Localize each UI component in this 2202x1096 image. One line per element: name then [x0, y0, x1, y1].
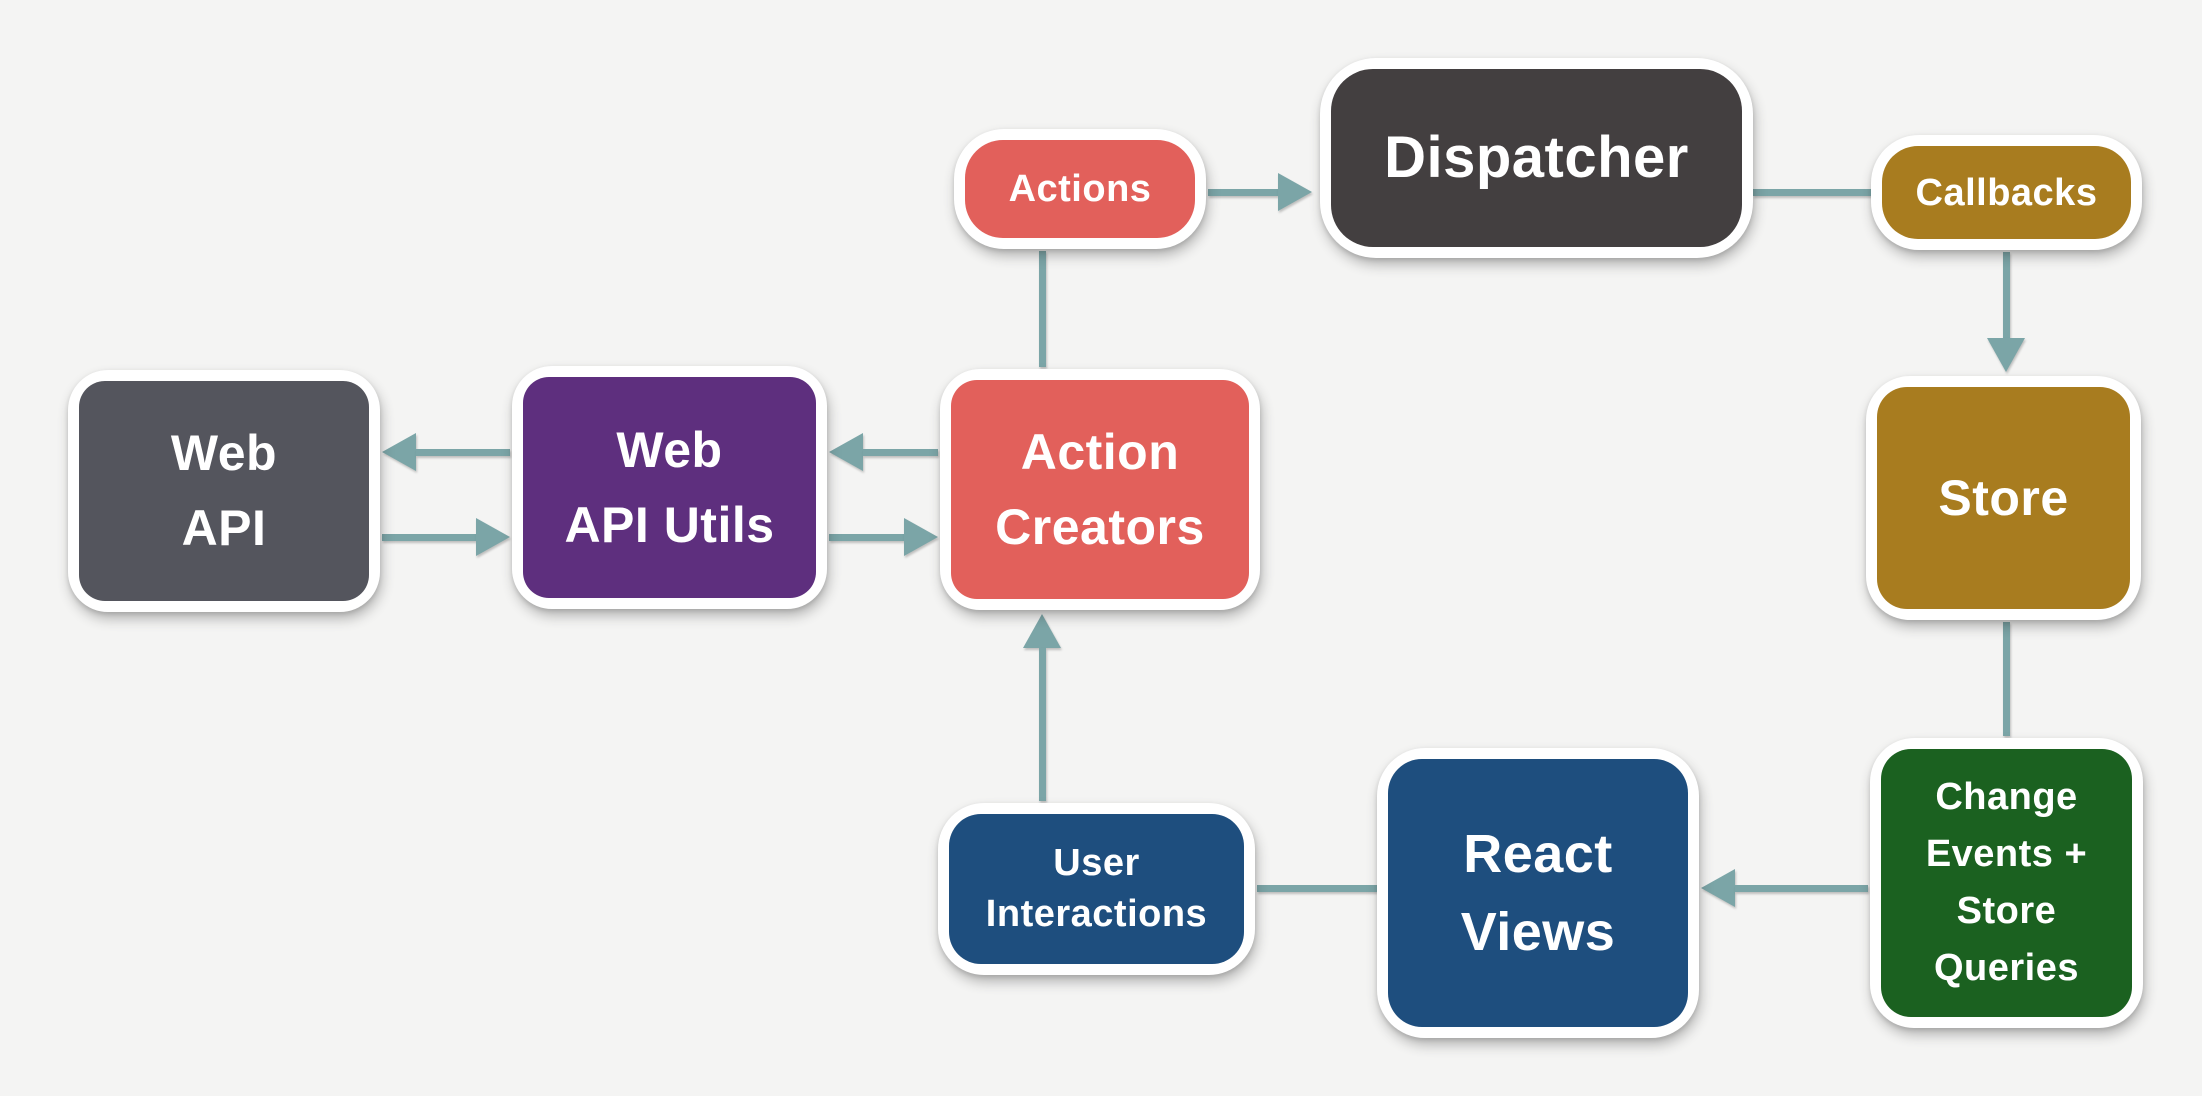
arrow-actions-to-dispatcher-head — [1278, 173, 1312, 211]
arrow-callbacks-to-store-head — [1987, 338, 2025, 372]
node-callbacks-fill: Callbacks — [1882, 146, 2131, 239]
arrow-change-events-to-react-views-head — [1701, 869, 1735, 907]
node-user-interactions-label-line: Interactions — [985, 893, 1208, 935]
node-user-interactions: User Interactions — [938, 803, 1255, 975]
node-dispatcher: Dispatcher — [1320, 58, 1753, 258]
node-dispatcher-fill: Dispatcher — [1331, 69, 1742, 247]
node-change-events-label-line: Change — [1935, 776, 2078, 818]
node-action-creators-fill: Action Creators — [951, 380, 1249, 599]
node-change-events-store-queries: Change Events + Store Queries — [1870, 738, 2143, 1028]
arrow-web-api-to-web-api-utils-shaft — [382, 534, 476, 541]
arrow-action-creators-to-web-api-utils-shaft — [863, 449, 938, 456]
node-store-label-line: Store — [1938, 470, 2069, 526]
arrow-web-api-utils-to-action-creators-head — [904, 518, 938, 556]
line-action-creators-to-actions — [1039, 251, 1046, 367]
node-react-views-fill: React Views — [1388, 759, 1688, 1027]
node-action-creators: Action Creators — [940, 369, 1260, 610]
node-store-fill: Store — [1877, 387, 2130, 609]
node-change-events-label-line: Store — [1956, 890, 2057, 932]
node-change-events-label-line: Queries — [1933, 947, 2080, 989]
arrow-action-creators-to-web-api-utils-head — [829, 433, 863, 471]
node-callbacks-label-line: Callbacks — [1915, 171, 2098, 214]
node-web-api-label-line: API — [181, 500, 267, 556]
node-user-interactions-label-line: User — [1053, 841, 1140, 884]
node-actions-label-line: Actions — [1008, 168, 1152, 210]
arrow-web-api-utils-to-action-creators-shaft — [829, 534, 904, 541]
node-react-views-label-line: Views — [1460, 902, 1616, 962]
line-react-views-to-user-interactions — [1257, 885, 1377, 892]
arrow-web-api-utils-to-web-api-shaft — [416, 449, 510, 456]
node-web-api-utils-label-line: API Utils — [564, 496, 775, 553]
node-react-views-label-line: React — [1463, 823, 1613, 884]
node-web-api-utils-label-line: Web — [616, 421, 723, 478]
arrow-web-api-utils-to-web-api-head — [382, 433, 416, 471]
arrow-user-interactions-to-action-creators-head — [1023, 614, 1061, 648]
node-store: Store — [1866, 376, 2141, 620]
node-callbacks: Callbacks — [1871, 135, 2142, 250]
arrow-change-events-to-react-views-shaft — [1735, 885, 1868, 892]
node-web-api-fill: Web API — [79, 381, 369, 601]
node-change-events-store-queries-fill: Change Events + Store Queries — [1881, 749, 2132, 1017]
node-action-creators-label-line: Action — [1020, 423, 1180, 480]
arrow-web-api-to-web-api-utils-head — [476, 518, 510, 556]
node-web-api-label-line: Web — [170, 425, 278, 481]
node-react-views: React Views — [1377, 748, 1699, 1038]
arrow-actions-to-dispatcher-shaft — [1208, 189, 1278, 196]
line-store-to-change-events — [2003, 622, 2010, 736]
node-web-api-utils: Web API Utils — [512, 366, 827, 609]
arrow-user-interactions-to-action-creators-shaft — [1039, 648, 1046, 801]
node-web-api-utils-fill: Web API Utils — [523, 377, 816, 598]
node-dispatcher-label-line: Dispatcher — [1384, 125, 1689, 190]
node-user-interactions-fill: User Interactions — [949, 814, 1244, 964]
line-dispatcher-to-callbacks — [1753, 189, 1871, 196]
node-change-events-label-line: Events + — [1925, 833, 2088, 875]
node-actions: Actions — [954, 129, 1206, 249]
node-web-api: Web API — [68, 370, 380, 612]
node-actions-fill: Actions — [965, 140, 1195, 238]
arrow-callbacks-to-store-shaft — [2003, 252, 2010, 338]
node-action-creators-label-line: Creators — [995, 498, 1205, 555]
